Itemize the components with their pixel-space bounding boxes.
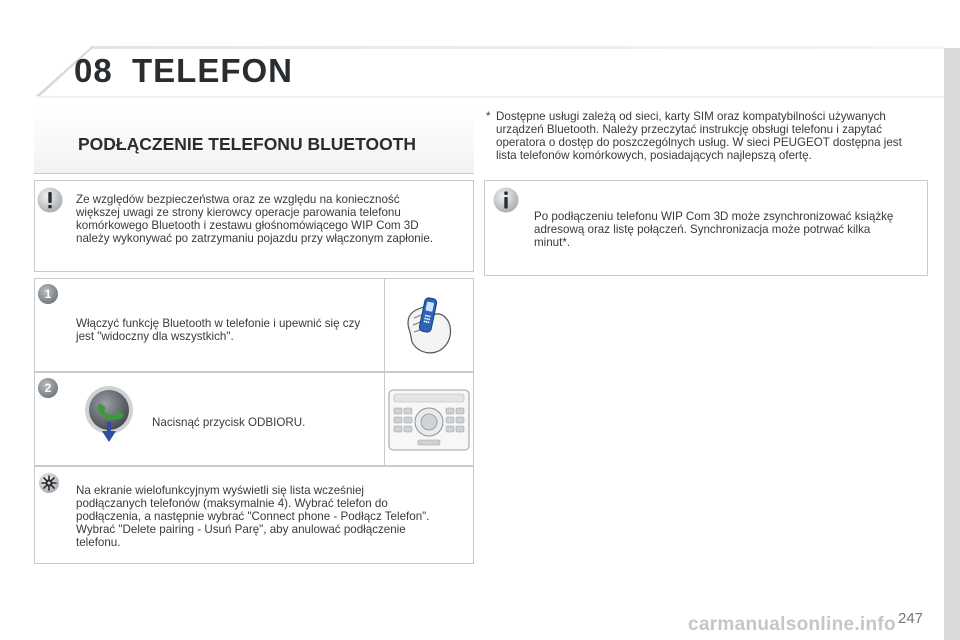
chapter-number: 08 xyxy=(74,52,113,89)
footnote-marker: * xyxy=(486,110,491,123)
step-1-text: Włączyć funkcję Bluetooth w telefonie i … xyxy=(76,317,361,343)
step-2-badge xyxy=(38,378,58,398)
phone-answer-button-icon xyxy=(85,386,133,442)
section-header xyxy=(34,110,474,174)
chapter-title: TELEFON xyxy=(132,52,293,89)
step-1-number: 1 xyxy=(44,287,52,301)
header-decoration xyxy=(36,46,944,98)
tip-text: Na ekranie wielofunkcyjnym wyświetli się… xyxy=(76,484,430,549)
step-1-badge xyxy=(38,284,58,304)
gear-tip-icon xyxy=(39,473,59,493)
footnote-text: Dostępne usługi zależą od sieci, karty S… xyxy=(496,110,902,162)
watermark: carmanualsonline.info xyxy=(688,614,896,635)
phone-in-hand-icon xyxy=(407,297,452,354)
step-2-text: Nacisnąć przycisk ODBIORU. xyxy=(152,416,306,429)
footnote: * Dostępne usługi zależą od sieci, karty… xyxy=(486,110,906,162)
info-box xyxy=(484,180,928,276)
page-number: 247 xyxy=(898,610,924,627)
tip-box xyxy=(34,466,474,564)
info-icon xyxy=(493,187,519,213)
info-text: Po podłączeniu telefonu WIP Com 3D może … xyxy=(534,210,894,249)
warning-exclamation-icon xyxy=(37,187,63,213)
warning-box xyxy=(34,180,474,272)
side-bar xyxy=(944,48,960,640)
section-title: PODŁĄCZENIE TELEFONU BLUETOOTH xyxy=(78,134,417,154)
radio-unit-icon xyxy=(388,389,470,451)
step-2-number: 2 xyxy=(44,381,52,395)
warning-text: Ze względów bezpieczeństwa oraz ze wzglę… xyxy=(76,193,433,245)
